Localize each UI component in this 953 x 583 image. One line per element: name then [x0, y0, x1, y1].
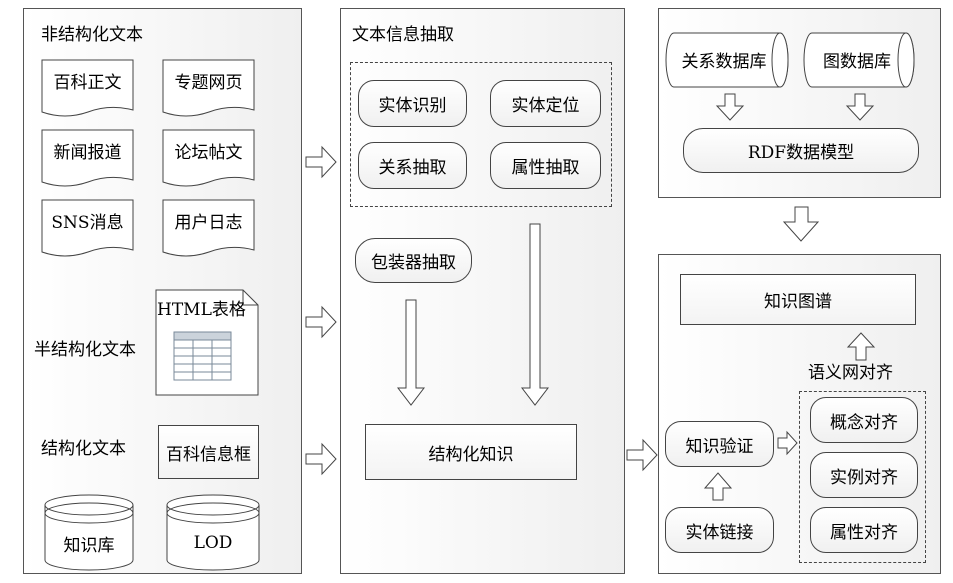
entity-recognition-box: 实体识别 [358, 80, 467, 127]
doc-label-3: 新闻报道 [53, 142, 122, 163]
arrow-down-wrapper [396, 299, 426, 406]
doc-label-6: 用户日志 [174, 212, 243, 233]
relation-extraction-box: 关系抽取 [358, 142, 467, 189]
relational-db-label: 关系数据库 [681, 51, 767, 72]
alignment-group [799, 391, 926, 563]
doc-shape-5 [41, 199, 134, 257]
arrow-right-5 [777, 430, 798, 456]
arrow-right-2 [305, 305, 337, 339]
concept-alignment-box: 概念对齐 [810, 397, 918, 443]
arrow-up-linking [703, 472, 733, 501]
doc-label-4: 论坛帖文 [174, 142, 243, 163]
extraction-group [350, 62, 612, 207]
entity-localization-box: 实体定位 [490, 80, 601, 127]
arrow-down-extraction [520, 223, 550, 406]
arrow-right-3 [305, 442, 337, 476]
html-table-label: HTML表格 [157, 300, 246, 320]
entity-linking-box: 实体链接 [665, 507, 774, 553]
text-extraction-title: 文本信息抽取 [352, 25, 454, 45]
structured-text-title: 结构化文本 [41, 439, 126, 459]
structured-knowledge-box: 结构化知识 [365, 424, 577, 480]
doc-label-1: 百科正文 [53, 72, 122, 93]
knowledge-graph-box: 知识图谱 [680, 274, 916, 325]
semantic-alignment-title: 语义网对齐 [808, 363, 893, 383]
attribute-extraction-box: 属性抽取 [490, 142, 601, 189]
semi-structured-title: 半结构化文本 [34, 340, 136, 360]
doc-shape-1 [41, 59, 134, 117]
rdf-model-box: RDF数据模型 [683, 128, 919, 173]
doc-shape-6 [162, 199, 255, 257]
unstructured-text-title: 非结构化文本 [41, 25, 143, 45]
arrow-down-graphdb [845, 93, 875, 121]
arrow-down-reldb [715, 93, 745, 121]
arrow-right-4 [626, 438, 658, 472]
doc-label-2: 专题网页 [174, 72, 243, 93]
graph-db-label: 图数据库 [823, 51, 891, 72]
doc-shape-2 [162, 59, 255, 117]
arrow-up-kg [846, 332, 876, 361]
arrow-right-1 [305, 145, 337, 179]
table-grid-icon [173, 331, 232, 381]
instance-alignment-box: 实例对齐 [810, 452, 918, 498]
db-lod-label: LOD [193, 533, 233, 553]
knowledge-verification-box: 知识验证 [665, 421, 774, 467]
doc-label-5: SNS消息 [51, 212, 124, 233]
wrapper-extraction-box: 包装器抽取 [355, 238, 472, 283]
doc-shape-3 [41, 129, 134, 187]
arrow-down-rdf [782, 206, 820, 242]
infobox-box: 百科信息框 [158, 425, 259, 479]
doc-shape-4 [162, 129, 255, 187]
db-knowledge-base-label: 知识库 [63, 535, 115, 556]
attribute-alignment-box: 属性对齐 [810, 507, 918, 553]
